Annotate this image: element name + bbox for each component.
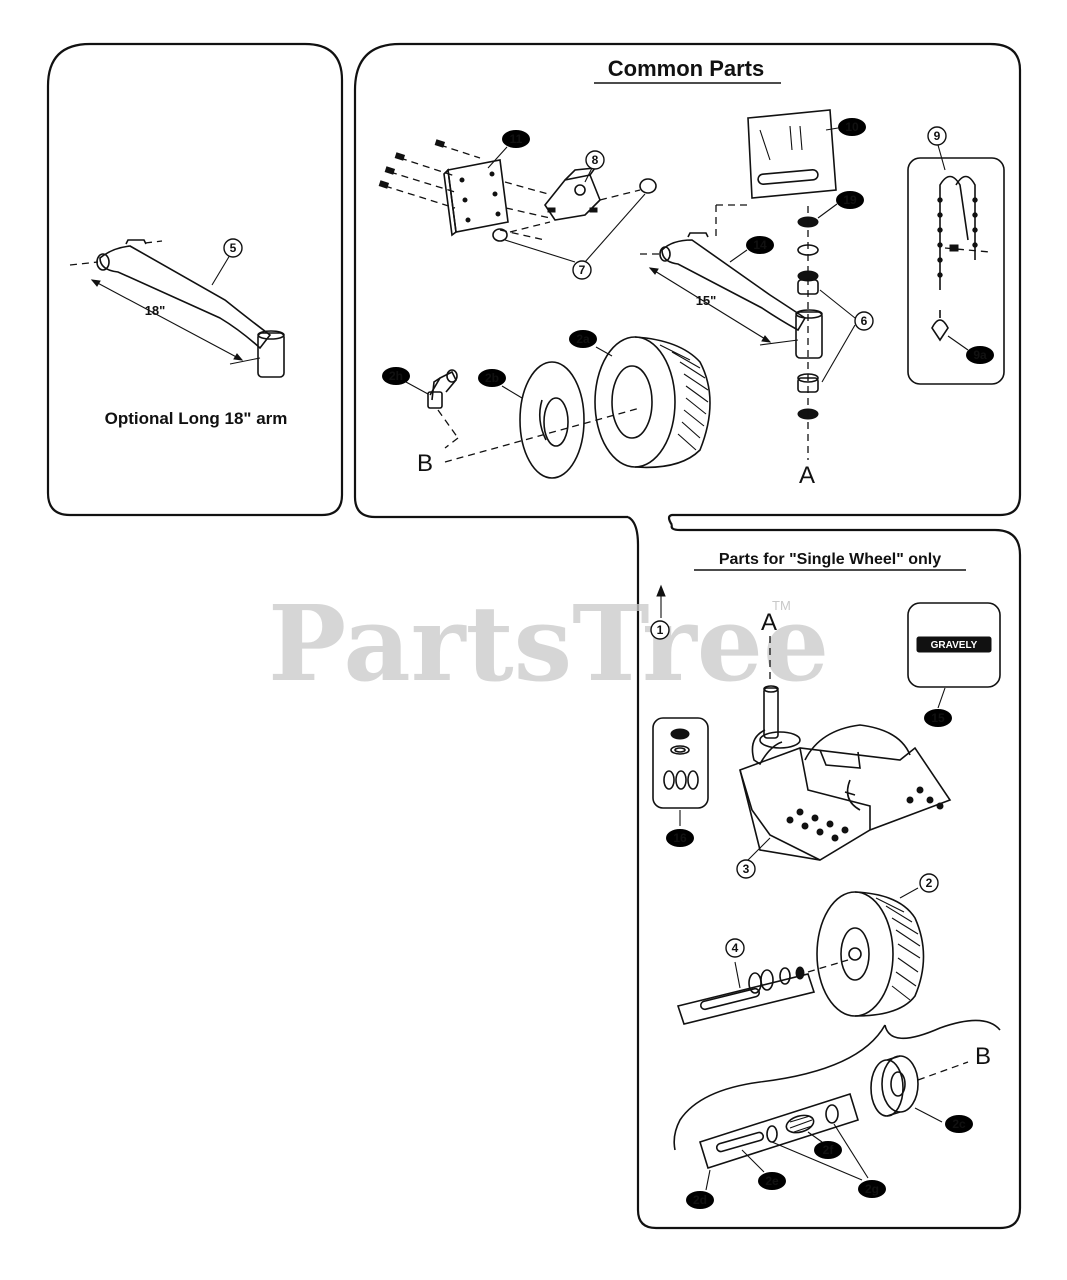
wheel-hub-part	[870, 1055, 969, 1123]
svg-text:2h: 2h	[389, 369, 403, 383]
washer-stack-parts	[797, 206, 856, 460]
svg-text:1: 1	[657, 623, 664, 637]
svg-text:2a: 2a	[576, 332, 590, 346]
trademark-mark: TM	[772, 598, 791, 613]
svg-text:7: 7	[579, 263, 586, 277]
svg-text:2e: 2e	[765, 1174, 779, 1188]
hardware-kit-part	[652, 717, 709, 826]
long-arm-part	[69, 239, 285, 378]
common-tire-part	[594, 336, 711, 469]
reference-letter-b-common: B	[417, 450, 433, 477]
callout-8: 8	[584, 150, 605, 183]
leader-2g-a	[771, 1141, 863, 1181]
grease-fitting-part	[427, 369, 459, 449]
svg-text:2f: 2f	[823, 1143, 835, 1157]
hub-parts-plate	[699, 1092, 859, 1170]
callout-19: 19	[817, 191, 864, 219]
long-arm-dimension: 18"	[145, 303, 166, 318]
callout-11: 11	[487, 130, 530, 169]
reference-letter-a-single: A	[761, 609, 777, 636]
svg-text:9: 9	[934, 129, 941, 143]
callout-2g: 2g	[858, 1180, 886, 1198]
reference-letter-b-single: B	[975, 1043, 991, 1070]
svg-text:8: 8	[592, 153, 599, 167]
svg-text:14: 14	[753, 238, 767, 252]
callout-2d: 2d	[686, 1191, 714, 1209]
callout-3: 3	[736, 859, 756, 879]
callout-2e: 2e	[758, 1172, 786, 1190]
callout-4: 4	[725, 938, 745, 958]
svg-text:19: 19	[843, 193, 857, 207]
caster-fork-part	[739, 685, 952, 861]
svg-text:2d: 2d	[693, 1193, 707, 1207]
callout-1: 1	[650, 620, 670, 640]
mounting-plate-part	[378, 139, 551, 241]
common-parts-title: Common Parts	[608, 56, 764, 81]
callout-2: 2	[919, 873, 939, 893]
standard-arm-part	[640, 204, 823, 359]
single-wheel-part	[816, 887, 925, 1017]
upward-arrow	[656, 584, 666, 618]
callout-16: 16	[666, 829, 694, 847]
svg-text:9a: 9a	[973, 348, 987, 362]
axle-kit-part	[676, 959, 849, 1025]
svg-text:2b: 2b	[485, 371, 499, 385]
svg-text:2: 2	[926, 876, 933, 890]
optional-arm-panel	[46, 42, 344, 517]
single-wheel-panel	[627, 516, 1022, 1230]
leader-2d	[705, 1169, 711, 1191]
svg-text:3: 3	[743, 862, 750, 876]
svg-text:2c: 2c	[952, 1117, 966, 1131]
decal-part: GRAVELY	[907, 602, 1001, 709]
callout-10: 10	[825, 118, 866, 136]
chain-kit-parts	[907, 157, 1005, 385]
svg-text:15: 15	[931, 711, 945, 725]
svg-text:5: 5	[230, 241, 237, 255]
callout-5: 5	[211, 238, 243, 286]
common-parts-panel	[353, 42, 1022, 526]
inner-tube-part	[519, 361, 585, 479]
svg-text:2g: 2g	[865, 1182, 879, 1196]
bushing-parts	[492, 178, 657, 263]
leader-2e	[741, 1149, 765, 1173]
callout-9: 9	[927, 126, 947, 171]
svg-text:11: 11	[510, 132, 523, 146]
single-wheel-title: Parts for "Single Wheel" only	[719, 551, 941, 568]
standard-arm-dimension: 15"	[696, 293, 717, 308]
callout-15: 15	[924, 709, 952, 727]
svg-text:4: 4	[732, 941, 739, 955]
partstree-watermark: PartsTree	[268, 582, 829, 705]
svg-text:6: 6	[861, 314, 868, 328]
callout-2h: 2h	[382, 367, 429, 395]
axle-line-b	[444, 407, 641, 463]
svg-text:16: 16	[673, 831, 687, 845]
decal-brand-text: GRAVELY	[931, 640, 978, 651]
leader-2f	[807, 1131, 823, 1143]
callout-6: 6	[854, 311, 874, 331]
callout-2b: 2b	[478, 369, 523, 399]
svg-text:10: 10	[845, 120, 859, 134]
reference-letter-a-common: A	[799, 462, 815, 489]
callout-9a: 9a	[966, 346, 994, 364]
callout-2c: 2c	[945, 1115, 973, 1133]
optional-arm-caption: Optional Long 18" arm	[105, 409, 288, 428]
callout-2a: 2a	[569, 330, 613, 357]
callout-2f: 2f	[814, 1141, 842, 1159]
gauge-plate-part	[747, 109, 837, 199]
hub-kit-bracket	[673, 1019, 1001, 1151]
leader-2g-b	[833, 1123, 869, 1179]
callout-7: 7	[572, 260, 592, 280]
callout-14: 14	[729, 236, 774, 263]
pivot-bracket-part	[509, 167, 641, 233]
